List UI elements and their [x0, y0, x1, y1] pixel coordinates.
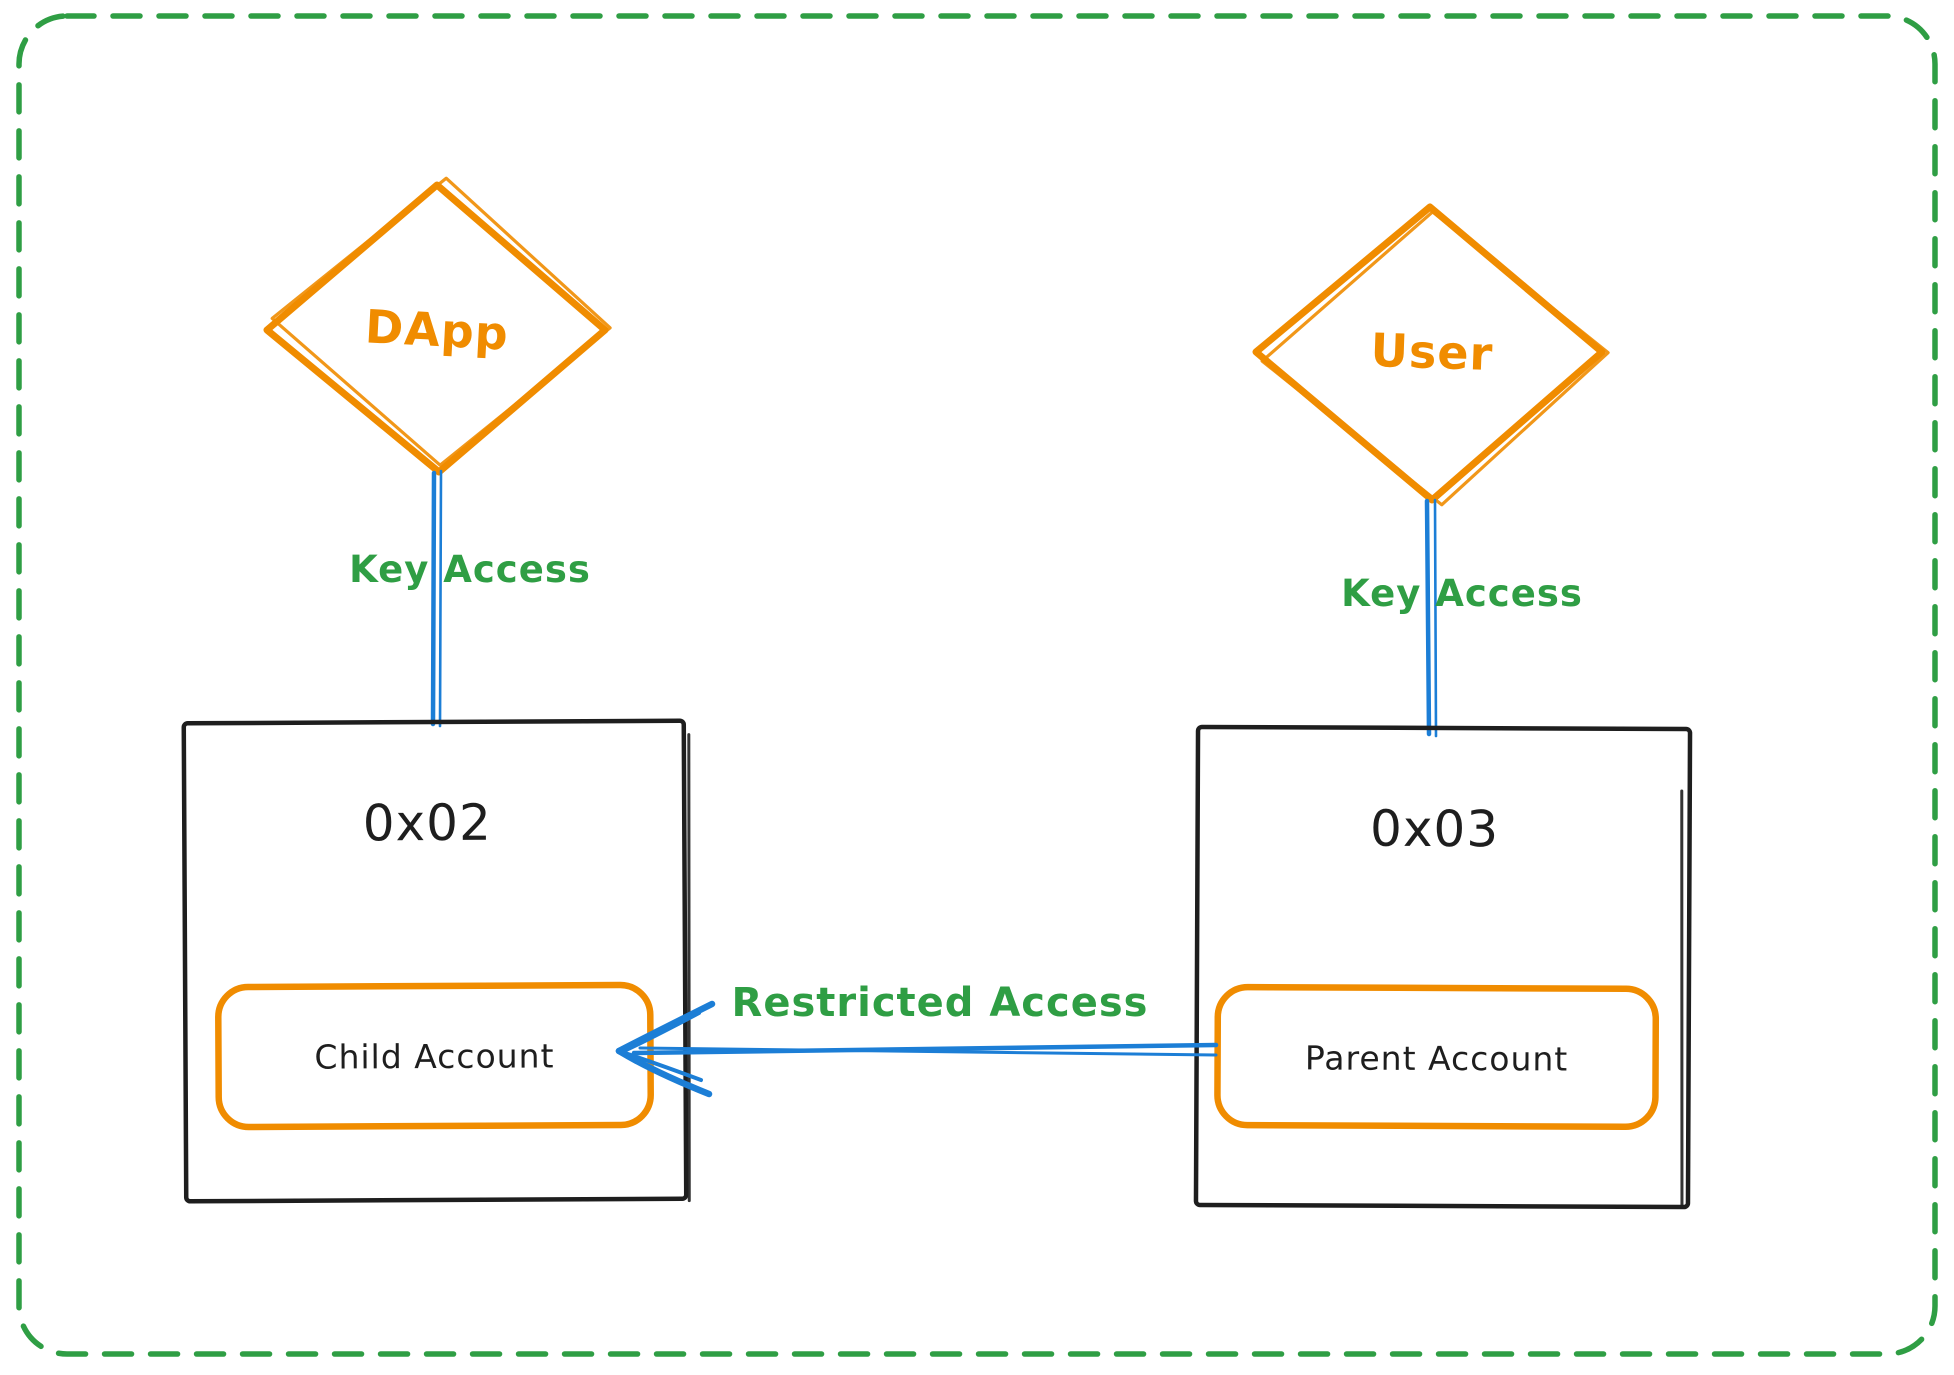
user-node: User: [1252, 203, 1610, 507]
restricted-access-arrow: Restricted Access: [615, 980, 1219, 1098]
contract-box-0x02: [181, 718, 689, 1204]
key-access-left-label: Key Access: [349, 548, 591, 591]
contract-title-0x02: 0x02: [363, 794, 492, 853]
dapp-diamond: [263, 181, 609, 476]
connector-line-sketch: [1433, 498, 1438, 738]
arrowhead-upper-barb-sketch: [620, 1011, 701, 1054]
contract-title-0x03: 0x03: [1370, 800, 1499, 859]
user-key-access-connector: Key Access: [1341, 498, 1583, 738]
dapp-node: DApp: [263, 176, 612, 476]
user-diamond-sketch-outline: [1260, 210, 1610, 507]
connector-line: [1424, 498, 1432, 737]
contract-0x03: 0x03 Parent Account: [1193, 724, 1693, 1210]
contract-box-0x02-sketch-edge: [687, 733, 691, 1203]
user-label: User: [1370, 323, 1494, 381]
contract-box-0x03-sketch-edge: [1680, 789, 1684, 1207]
arrowhead-lower-barb-sketch: [620, 1050, 703, 1082]
arrow-line-sketch: [638, 1046, 1218, 1057]
dapp-diamond-sketch-outline: [270, 176, 612, 467]
outer-boundary: [16, 13, 1938, 1357]
connector-line-sketch: [438, 469, 443, 728]
arrowhead-upper-barb: [615, 1000, 716, 1055]
child-account-label: Child Account: [314, 1036, 554, 1076]
restricted-access-label: Restricted Access: [732, 980, 1149, 1026]
dapp-key-access-connector: Key Access: [349, 469, 591, 728]
key-access-right-label: Key Access: [1341, 572, 1583, 615]
contract-box-0x03: [1193, 724, 1693, 1210]
dapp-label: DApp: [364, 299, 510, 360]
parent-account-box: [1214, 983, 1660, 1131]
arrow-line: [631, 1042, 1219, 1056]
contract-0x02: 0x02 Child Account: [181, 718, 691, 1204]
parent-account-label: Parent Account: [1305, 1038, 1569, 1078]
connector-line: [430, 470, 437, 727]
